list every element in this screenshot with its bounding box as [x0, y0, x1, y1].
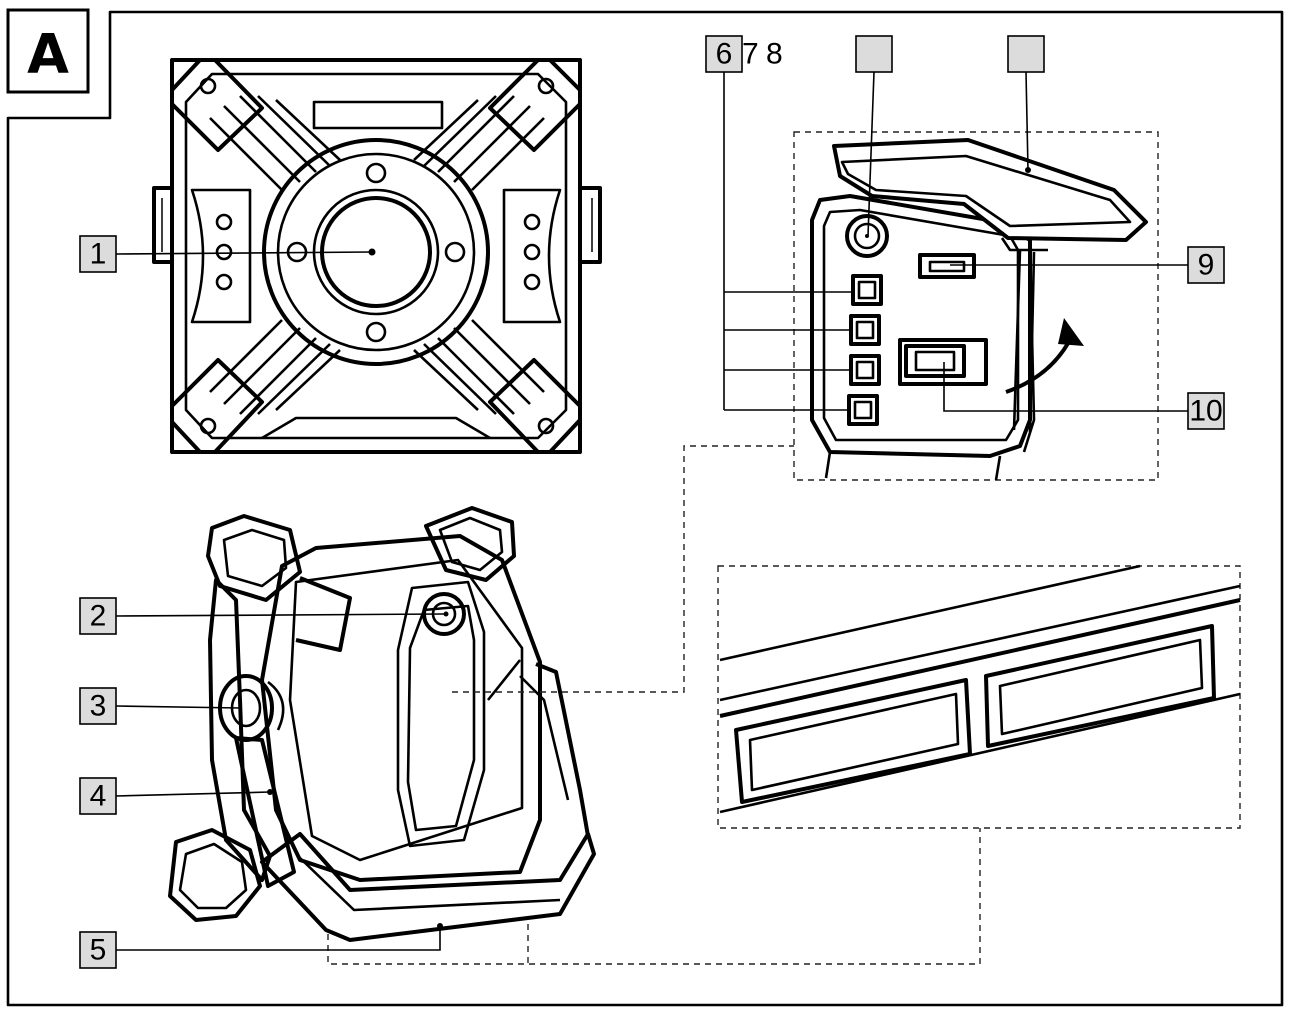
callout-blank-a [855, 35, 893, 73]
window-detail-zoom [717, 564, 1241, 829]
callout-8: 8 [766, 38, 783, 71]
front-view-light [152, 58, 602, 454]
svg-text:10: 10 [1189, 395, 1222, 428]
callout-3: 3 [79, 687, 117, 725]
svg-text:2: 2 [90, 600, 107, 633]
callout-6: 6 [705, 35, 743, 73]
svg-text:1: 1 [90, 238, 107, 271]
rear-view-light [168, 506, 596, 942]
callout-1: 1 [79, 235, 117, 273]
callout-10: 10 [1187, 392, 1225, 430]
panel-label: A [27, 23, 69, 86]
callout-2: 2 [79, 597, 117, 635]
svg-text:3: 3 [90, 690, 107, 723]
svg-text:4: 4 [90, 780, 107, 813]
connector-zoom-2 [327, 828, 981, 965]
callout-5: 5 [79, 931, 117, 969]
svg-text:5: 5 [90, 934, 107, 967]
panel-label-box [6, 8, 90, 94]
callout-7: 7 [742, 38, 759, 71]
callout-9: 9 [1187, 246, 1225, 284]
callout-4: 4 [79, 777, 117, 815]
control-panel-detail [793, 131, 1159, 481]
connector-zoom-1 [452, 445, 794, 693]
callout-blank-b [1007, 35, 1045, 73]
svg-text:6: 6 [716, 38, 733, 71]
svg-text:9: 9 [1198, 249, 1215, 282]
figure-frame [6, 10, 1284, 1007]
